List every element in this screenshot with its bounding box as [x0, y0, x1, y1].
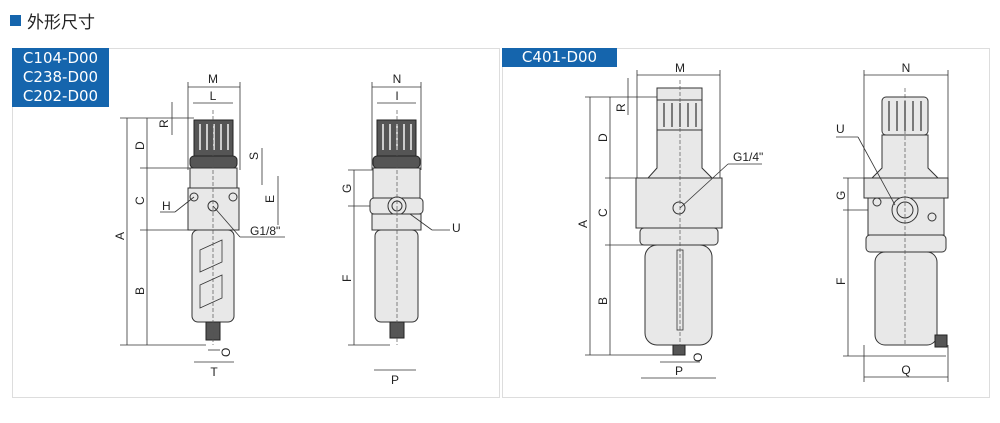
port-size-label: G1/4": [733, 150, 763, 164]
dim-label-I: I: [395, 89, 398, 103]
dim-label-B: B: [596, 297, 610, 305]
model-tag-small: C104-D00 C238-D00 C202-D00: [12, 48, 109, 107]
dim-label-D: D: [596, 133, 610, 142]
dim-label-C: C: [133, 196, 147, 205]
port-size-label: G1/8": [250, 224, 280, 238]
dim-label-Q: Q: [901, 363, 910, 377]
dim-label-S: S: [247, 152, 261, 160]
dim-label-R: R: [157, 119, 171, 128]
dim-label-N: N: [902, 61, 911, 75]
dim-label-T: T: [210, 365, 218, 379]
dim-label-G: G: [340, 184, 354, 193]
dim-label-A: A: [576, 220, 590, 228]
dim-label-U: U: [836, 122, 845, 136]
drain: [205, 321, 221, 341]
model-tag-c401: C401-D00: [502, 48, 617, 67]
dim-label-M: M: [675, 61, 685, 75]
left-front-view: M L R D S C H E A B O T G1/8": [113, 72, 285, 379]
section-title: 外形尺寸: [27, 13, 95, 33]
dim-label-P: P: [675, 364, 683, 378]
section-bullet-icon: [10, 15, 21, 26]
dim-label-C: C: [596, 208, 610, 217]
dim-label-F: F: [834, 278, 848, 285]
dim-label-D: D: [133, 141, 147, 150]
dim-label-E: E: [263, 195, 277, 203]
model-label: C104-D00: [22, 49, 99, 67]
dim-label-H: H: [162, 199, 171, 213]
panel-small-models: [12, 48, 500, 398]
section-header: 外形尺寸: [10, 8, 95, 33]
dim-label-A: A: [113, 232, 127, 240]
dim-label-B: B: [133, 287, 147, 295]
dim-label-O: O: [219, 348, 233, 357]
model-label: C401-D00: [521, 48, 598, 66]
upper-block: [189, 167, 238, 189]
left-side-view: N I G U F P: [340, 72, 461, 387]
dim-label-O: O: [691, 353, 705, 362]
dim-label-U: U: [452, 221, 461, 235]
panel-c401: [502, 48, 990, 398]
dim-label-P: P: [391, 373, 399, 387]
right-side-view: N U G F Q: [834, 61, 949, 382]
dim-label-F: F: [340, 275, 354, 282]
dim-label-L: L: [210, 89, 217, 103]
dim-label-N: N: [393, 72, 402, 86]
dim-label-R: R: [614, 103, 628, 112]
dim-label-G: G: [834, 191, 848, 200]
model-label: C238-D00: [22, 68, 99, 86]
knob-cap: [189, 155, 238, 169]
model-label: C202-D00: [22, 87, 99, 105]
right-front-view: M R D C A B O P G1/4": [576, 61, 763, 379]
dim-label-M: M: [208, 72, 218, 86]
